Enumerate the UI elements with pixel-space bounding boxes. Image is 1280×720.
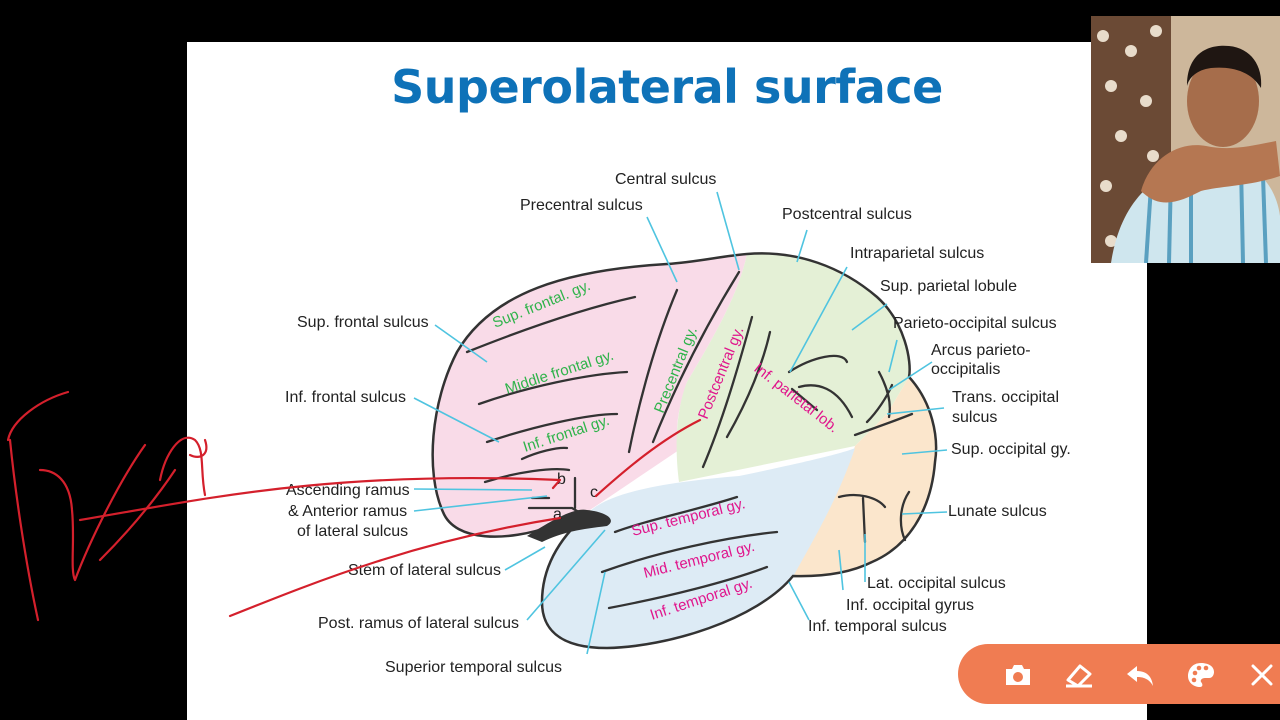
label-inf-occipital-gyrus: Inf. occipital gyrus bbox=[846, 597, 975, 614]
eraser-icon bbox=[1066, 664, 1092, 688]
label-ascending-line1: Ascending ramus bbox=[286, 482, 410, 499]
eraser-button[interactable] bbox=[1062, 658, 1096, 692]
label-intraparietal-sulcus: Intraparietal sulcus bbox=[850, 245, 985, 262]
label-central-sulcus: Central sulcus bbox=[615, 171, 717, 188]
slide: Superolateral surface bbox=[187, 42, 1147, 720]
label-post-ramus: Post. ramus of lateral sulcus bbox=[318, 615, 519, 632]
label-lunate-sulcus: Lunate sulcus bbox=[948, 503, 1047, 520]
brain-diagram: Sup. frontal. gy. Middle frontal gy. Inf… bbox=[413, 191, 948, 655]
label-inf-frontal-sulcus: Inf. frontal sulcus bbox=[285, 389, 406, 406]
palette-icon bbox=[1188, 663, 1214, 687]
label-arcus-line1: Arcus parieto- bbox=[931, 342, 1031, 359]
label-letter-c: c bbox=[590, 484, 598, 501]
frontal-lobe bbox=[432, 254, 747, 537]
label-stem-lateral-sulcus: Stem of lateral sulcus bbox=[348, 562, 501, 579]
label-trans-occipital-line1: Trans. occipital bbox=[952, 389, 1059, 406]
label-lat-occipital-sulcus: Lat. occipital sulcus bbox=[867, 575, 1006, 592]
label-sup-parietal-lobule: Sup. parietal lobule bbox=[880, 278, 1017, 295]
palette-button[interactable] bbox=[1184, 658, 1218, 692]
label-parieto-occipital-sulcus: Parieto-occipital sulcus bbox=[893, 315, 1057, 332]
brain-outline bbox=[431, 252, 938, 650]
label-precentral-sulcus: Precentral sulcus bbox=[520, 197, 643, 214]
slide-title: Superolateral surface bbox=[391, 60, 943, 114]
label-trans-occipital-line2: sulcus bbox=[952, 409, 998, 426]
label-postcentral-sulcus: Postcentral sulcus bbox=[782, 206, 912, 223]
label-sup-frontal-sulcus: Sup. frontal sulcus bbox=[297, 314, 429, 331]
temporal-lobe bbox=[542, 448, 855, 648]
label-letter-a: a bbox=[553, 506, 562, 523]
close-button[interactable] bbox=[1245, 658, 1279, 692]
camera-button[interactable] bbox=[1001, 658, 1035, 692]
close-icon bbox=[1251, 664, 1273, 686]
camera-icon bbox=[1006, 665, 1030, 685]
label-letter-b: b bbox=[557, 471, 566, 488]
undo-icon bbox=[1127, 666, 1153, 686]
presenter-webcam bbox=[1091, 16, 1280, 263]
undo-button[interactable] bbox=[1123, 658, 1157, 692]
label-inf-temporal-sulcus: Inf. temporal sulcus bbox=[808, 618, 947, 635]
label-arcus-line2: occipitalis bbox=[931, 361, 1001, 378]
label-ascending-line2: & Anterior ramus bbox=[288, 503, 408, 520]
label-ascending-line3: of lateral sulcus bbox=[297, 523, 409, 540]
annotation-toolbar bbox=[958, 644, 1280, 704]
label-superior-temporal-sulcus: Superior temporal sulcus bbox=[385, 659, 562, 676]
label-sup-occipital-gy: Sup. occipital gy. bbox=[951, 441, 1071, 458]
